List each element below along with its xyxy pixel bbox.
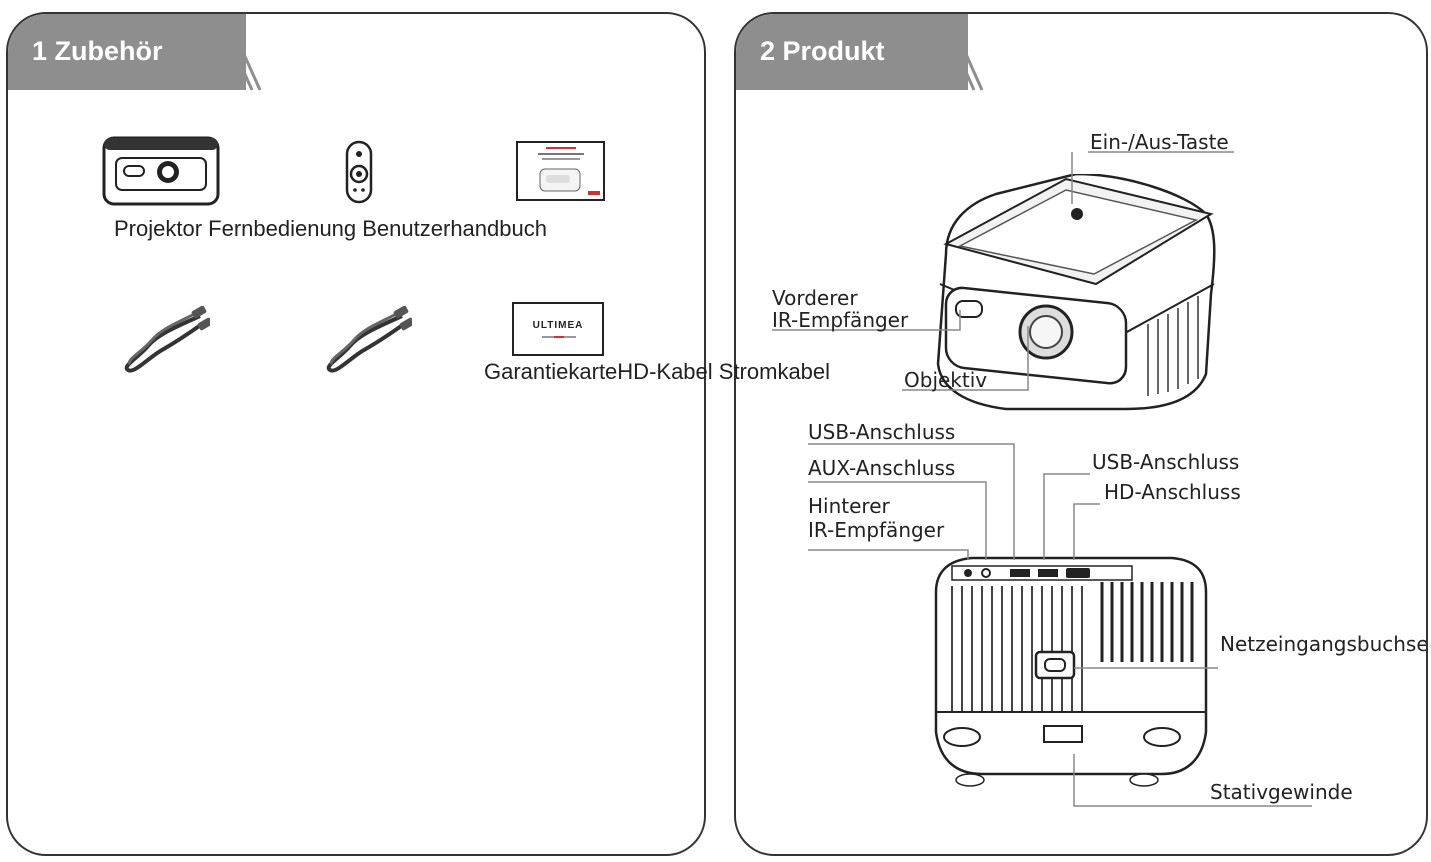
- usb-left-callout: USB-Anschluss: [808, 420, 956, 444]
- power-socket-callout: Netzeingangsbuchse: [1220, 632, 1428, 656]
- product-banner: 2 Produkt: [736, 14, 968, 90]
- callout-lines: [772, 151, 1312, 807]
- power-button-callout: Ein-/Aus-Taste: [1090, 130, 1229, 154]
- rear-ir-callout-line2: IR-Empfänger: [808, 518, 945, 542]
- accessories-panel: 1 Zubehör Projektor Fernbedienung Benutz…: [6, 12, 706, 856]
- user-manual-image: [516, 141, 605, 201]
- aux-callout: AUX-Anschluss: [808, 456, 956, 480]
- product-title: 2 Produkt: [760, 36, 885, 66]
- banner-slashes-icon: [920, 14, 984, 91]
- lens-callout: Objektiv: [904, 368, 988, 392]
- hd-port-callout: HD-Anschluss: [1104, 480, 1241, 504]
- projector-image: [102, 136, 220, 206]
- front-ir-callout-line2: IR-Empfänger: [772, 308, 909, 332]
- remote-control-image: [345, 140, 373, 204]
- accessories-title: 1 Zubehör: [32, 36, 163, 66]
- product-panel: 2 Produkt: [734, 12, 1428, 856]
- tripod-thread-callout: Stativgewinde: [1210, 780, 1353, 804]
- usb-right-callout: USB-Anschluss: [1092, 450, 1240, 474]
- accessories-row1-label: Projektor Fernbedienung Benutzerhandbuch: [114, 216, 547, 241]
- banner-slashes-icon: [198, 14, 262, 91]
- power-cable-image: [326, 306, 412, 373]
- projector-front-illustration: [936, 174, 1216, 411]
- projector-rear-illustration: [934, 556, 1208, 787]
- hd-cable-image: [124, 306, 210, 373]
- front-ir-callout-line1: Vorderer: [772, 286, 858, 310]
- accessories-row2-label: GarantiekarteHD-Kabel Stromkabel: [484, 359, 831, 384]
- warranty-card-image: ULTIMEA: [512, 302, 604, 356]
- warranty-card-logo: ULTIMEA: [532, 320, 584, 331]
- rear-ir-callout-line1: Hinterer: [808, 494, 890, 518]
